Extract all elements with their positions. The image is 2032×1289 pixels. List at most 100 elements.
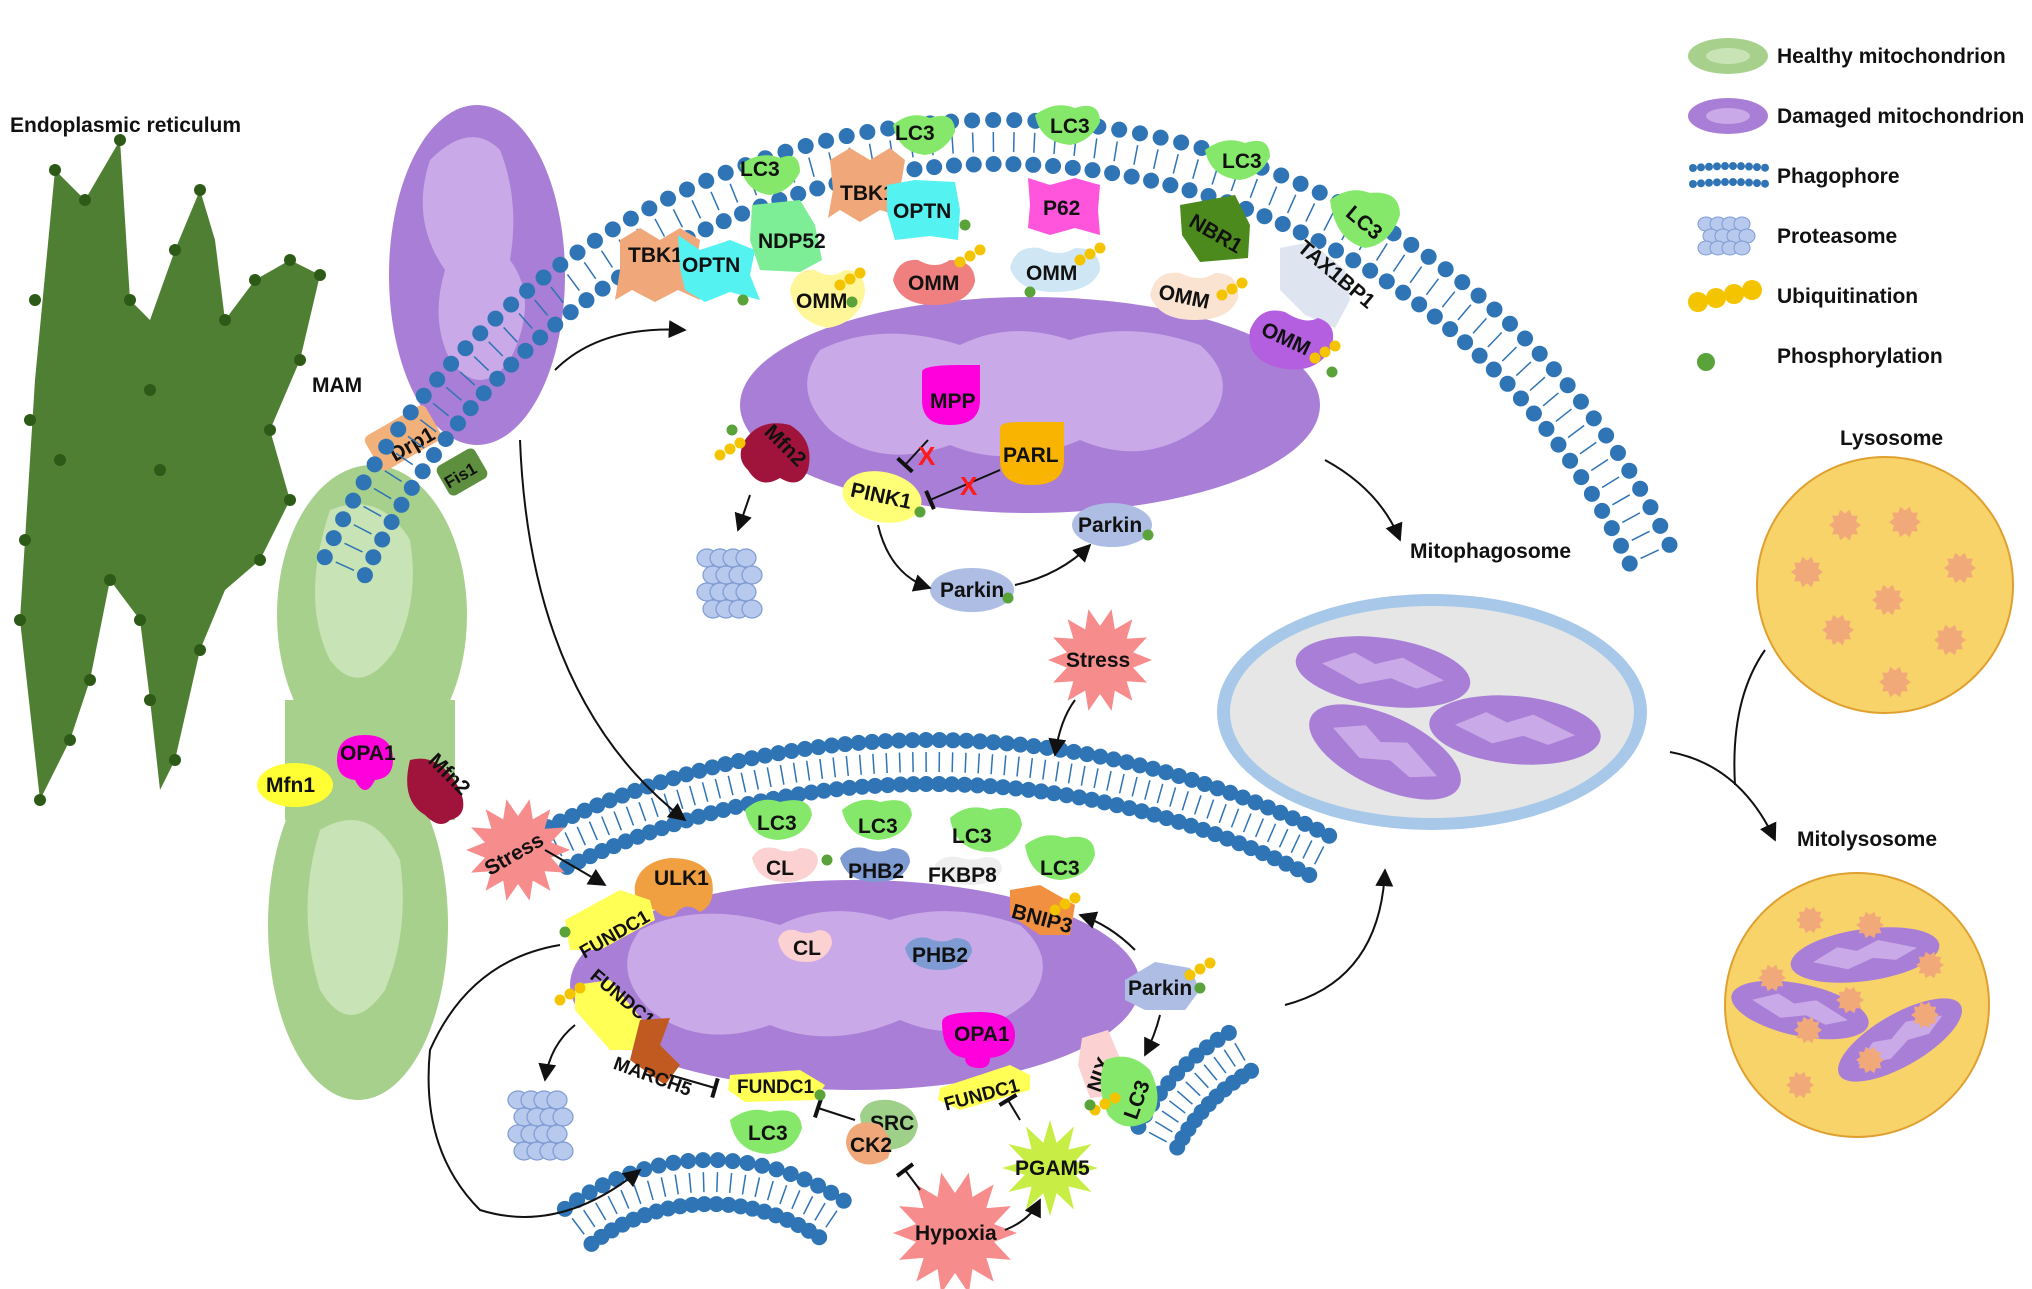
lc3-a-label: LC3	[740, 158, 780, 181]
lc3-b	[893, 115, 955, 155]
pink1	[842, 471, 922, 523]
optn-a	[678, 235, 760, 302]
legend-label-healthy-mitochondrion: Healthy mitochondrion	[1777, 45, 2006, 68]
top-receptors: TBK1 OPTN LC3 NDP52 OMM TBK1 LC3 OPTN OM…	[615, 105, 1400, 370]
nbr1	[1180, 195, 1250, 262]
mfn2-left	[407, 758, 464, 824]
lc3-cl-label: LC3	[757, 812, 797, 835]
fis1	[436, 448, 488, 496]
p62	[1028, 178, 1100, 235]
mfn1	[257, 763, 333, 807]
legend-label-phosphorylation: Phosphorylation	[1777, 345, 1943, 368]
tax1bp1	[1280, 242, 1350, 328]
parkin-bottom	[1125, 962, 1200, 1010]
lc3-d-label: LC3	[1222, 150, 1262, 173]
fundc1-b	[575, 980, 650, 1050]
parl-label: PARL	[1003, 444, 1059, 467]
hypoxia	[893, 1172, 1017, 1289]
omm-a	[790, 269, 865, 328]
legend-label-ubiquitination: Ubiquitination	[1777, 285, 1918, 308]
lc3-phb2	[842, 799, 912, 840]
lysosome	[1756, 456, 2014, 714]
fkbp8-label: FKBP8	[928, 864, 997, 887]
parkin-b	[930, 568, 1014, 612]
lc3-fundc1	[730, 1109, 802, 1154]
fundc1-a	[565, 890, 655, 950]
lc3-fkbp8	[950, 807, 1022, 852]
lc3-fundc1-label: LC3	[748, 1122, 788, 1145]
phb2-inner-label: PHB2	[912, 944, 968, 967]
opa1-bottom-label: OPA1	[954, 1023, 1010, 1046]
mitolysosome	[1724, 872, 1990, 1138]
ulk1-label: ULK1	[654, 867, 709, 890]
lc3-phb2-label: LC3	[858, 815, 898, 838]
opa1-bottom	[942, 1012, 1015, 1068]
parkin-b-label: Parkin	[940, 579, 1004, 602]
ck2	[846, 1122, 891, 1165]
endoplasmic-reticulum	[14, 134, 326, 806]
parkin-a-label: Parkin	[1078, 514, 1142, 537]
mfn2-top	[740, 423, 810, 483]
phagophore-icon	[1689, 162, 1769, 188]
omm-a-label: OMM	[796, 290, 847, 313]
lc3-cl	[745, 799, 812, 840]
phosphorylation-icon	[1697, 353, 1715, 371]
omm-c-label: OMM	[1026, 262, 1077, 285]
hypoxia-label: Hypoxia	[915, 1222, 997, 1245]
phb2-inner	[905, 937, 972, 970]
stress-left	[466, 799, 570, 901]
march5	[630, 1018, 680, 1085]
healthy-mitochondrion-icon	[1688, 38, 1768, 74]
omm-b-label: OMM	[908, 272, 959, 295]
omm-b	[893, 259, 975, 305]
ulk1	[634, 858, 713, 917]
fundc1-c	[728, 1070, 825, 1102]
parkin-bottom-label: Parkin	[1128, 977, 1192, 1000]
legend-label-damaged-mitochondrion: Damaged mitochondrion	[1777, 105, 2024, 128]
cl-outer	[752, 847, 818, 882]
mpp-label: MPP	[930, 390, 976, 413]
lc3-d	[1205, 140, 1270, 180]
cl-inner-label: CL	[793, 937, 821, 960]
stress-top-label: Stress	[1066, 649, 1130, 672]
opa1-left-label: OPA1	[340, 742, 396, 765]
mitophagosome	[1217, 594, 1647, 830]
phosphorylation-dots	[559, 219, 1338, 1111]
lc3-c	[1035, 105, 1100, 145]
opa1-left	[337, 735, 393, 790]
pgam5	[1002, 1120, 1098, 1216]
fundc1-c-label: FUNDC1	[737, 1077, 814, 1098]
proteasome-bottom	[507, 1090, 574, 1161]
proteasome-icon	[1697, 216, 1756, 256]
phb2-outer	[840, 847, 910, 882]
omm-d	[1150, 272, 1239, 320]
damaged-mitochondrion-top	[740, 297, 1320, 513]
tbk1-b-label: TBK1	[840, 182, 895, 205]
lc3-fkbp8-label: LC3	[952, 825, 992, 848]
fkbp8	[935, 856, 1002, 885]
lower-right-phagophore	[1130, 1024, 1260, 1156]
lc3-e	[1330, 190, 1400, 248]
tbk1-a-label: TBK1	[628, 244, 683, 267]
damaged-mitochondrion-icon	[1688, 98, 1768, 134]
bnip3	[1010, 885, 1075, 935]
ubiquitination-icon	[1688, 280, 1762, 312]
mitophagosome-label: Mitophagosome	[1410, 540, 1571, 563]
ndp52-label: NDP52	[758, 230, 826, 253]
inhibit-x-b: X	[960, 471, 978, 501]
parl	[1000, 422, 1064, 485]
stress-top	[1048, 609, 1152, 711]
pgam5-label: PGAM5	[1015, 1157, 1090, 1180]
mpp	[922, 365, 980, 425]
p62-label: P62	[1043, 197, 1080, 220]
optn-b-label: OPTN	[893, 200, 951, 223]
lc3-c-label: LC3	[1050, 115, 1090, 138]
mam-label: MAM	[312, 374, 362, 397]
legend-label-proteasome: Proteasome	[1777, 225, 1897, 248]
parkin-a	[1072, 503, 1152, 547]
lc3-a	[740, 155, 800, 195]
fundc1-d	[938, 1065, 1030, 1110]
mfn1-label: Mfn1	[266, 774, 315, 797]
